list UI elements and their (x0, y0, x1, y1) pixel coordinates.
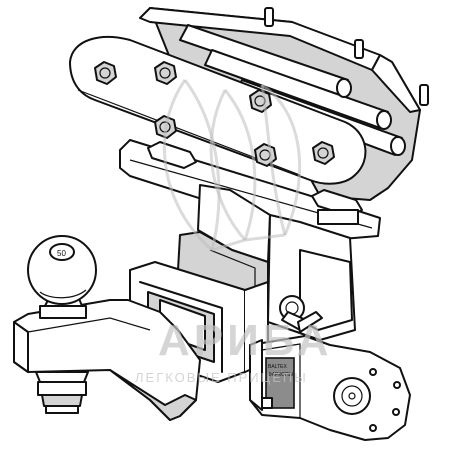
ball-mount (13, 299, 201, 421)
safety-ring (279, 295, 323, 333)
watermark: АРИБА ЛЕГКОВЫЕ ПРИЦЕПЫ (135, 79, 332, 385)
bolt-3 (249, 89, 272, 113)
ball-size-marking: 50 (57, 249, 66, 258)
socket-label-line1: BALTEX (268, 364, 287, 370)
socket-plate: BALTEX ФАРКОПЫ (249, 335, 411, 441)
ball-nut (35, 371, 89, 414)
bolt-6 (312, 141, 335, 165)
lower-plate (119, 139, 381, 241)
tow-ball: 50 (27, 235, 97, 319)
bolt-1 (94, 61, 117, 85)
watermark-leaf-logo (162, 79, 302, 252)
socket-label-line2: ФАРКОПЫ (268, 372, 294, 378)
watermark-tagline: ЛЕГКОВЫЕ ПРИЦЕПЫ (135, 370, 308, 385)
bolt-2 (154, 61, 177, 85)
watermark-brand: АРИБА (158, 316, 332, 365)
